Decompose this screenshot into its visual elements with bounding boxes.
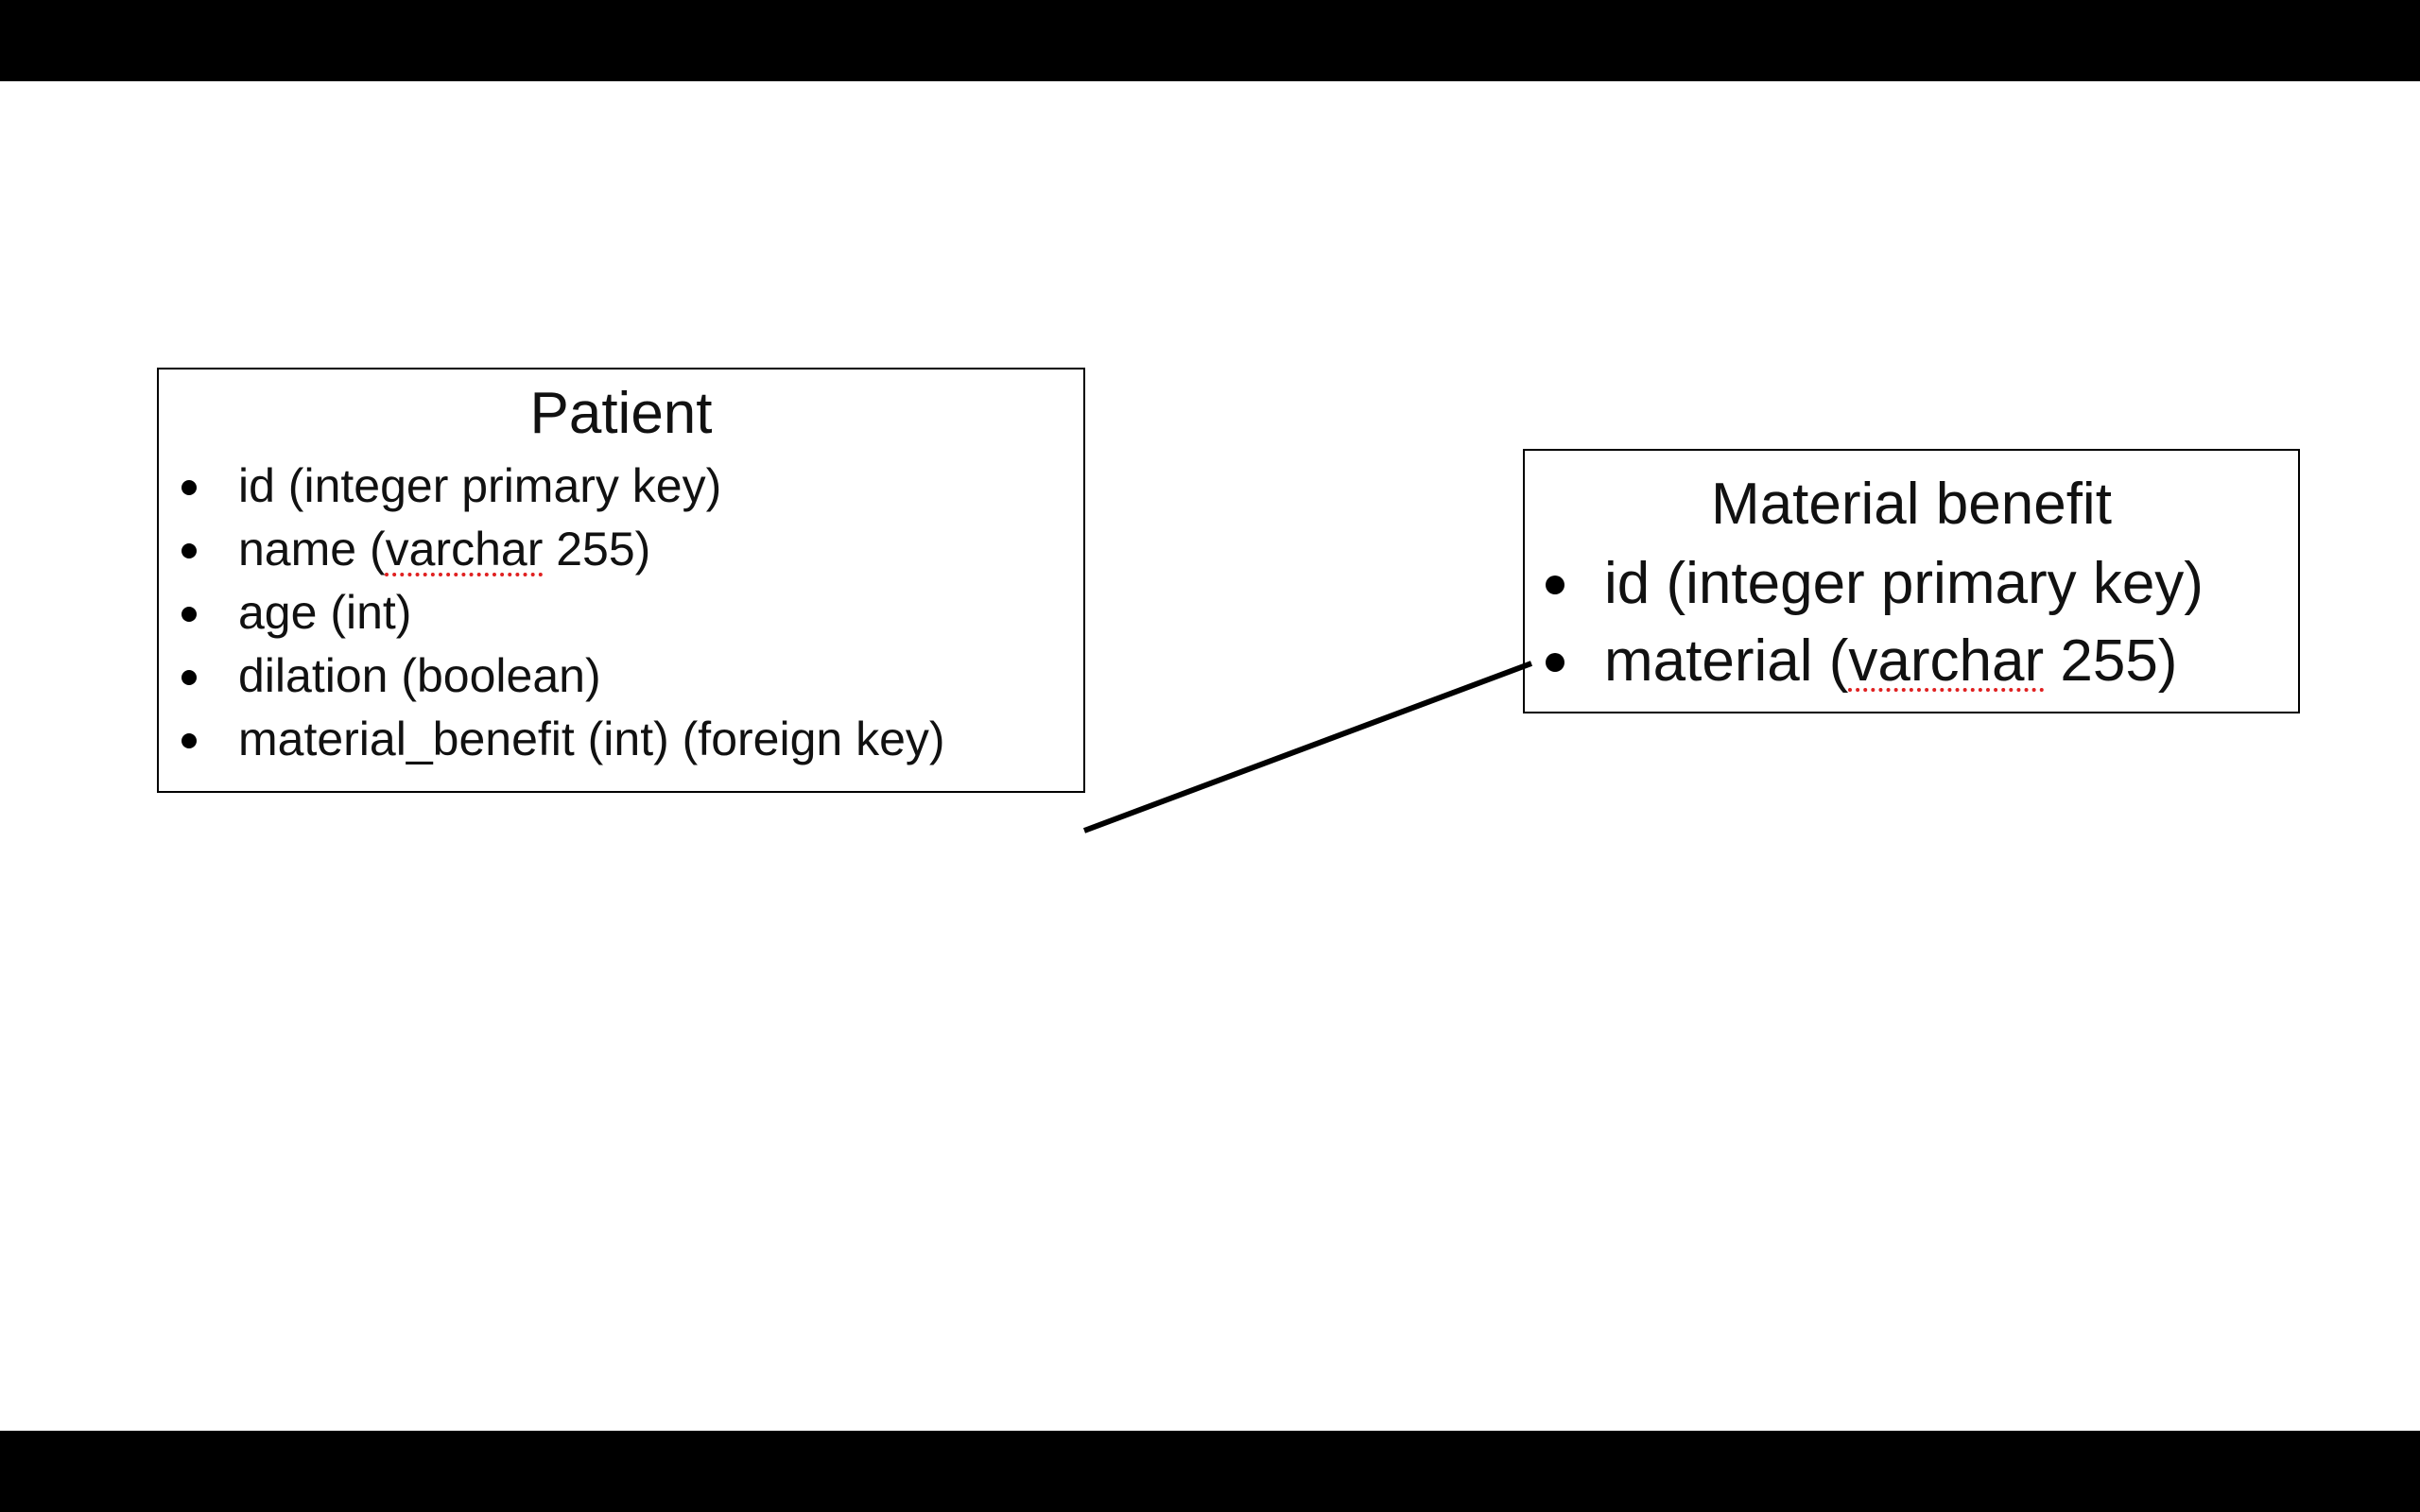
field-text: name ( bbox=[238, 523, 386, 576]
entity-patient[interactable]: Patient id (integer primary key) name (v… bbox=[157, 368, 1085, 793]
bullet-icon bbox=[182, 607, 197, 622]
bullet-icon bbox=[1546, 653, 1564, 672]
field-row: id (integer primary key) bbox=[1525, 545, 2204, 623]
field-text-suffix: 255) bbox=[2044, 628, 2178, 694]
entity-material-benefit[interactable]: Material benefit id (integer primary key… bbox=[1523, 449, 2300, 713]
field-text: dilation (boolean) bbox=[238, 649, 601, 702]
field-list: id (integer primary key) name (varchar 2… bbox=[159, 455, 945, 771]
bullet-icon bbox=[182, 480, 197, 495]
spellcheck-word: varchar bbox=[385, 523, 544, 576]
letterbox-top bbox=[0, 0, 2420, 81]
field-row: age (int) bbox=[159, 581, 945, 644]
bullet-icon bbox=[182, 733, 197, 748]
field-text: age (int) bbox=[238, 586, 412, 639]
field-row: name (varchar 255) bbox=[159, 518, 945, 581]
field-list: id (integer primary key) material (varch… bbox=[1525, 545, 2204, 700]
field-text-suffix: 255) bbox=[543, 523, 651, 576]
field-row: dilation (boolean) bbox=[159, 644, 945, 708]
field-row: id (integer primary key) bbox=[159, 455, 945, 518]
field-text: id (integer primary key) bbox=[1604, 551, 2204, 616]
spellcheck-word: varchar bbox=[1848, 628, 2045, 694]
entity-title: Patient bbox=[529, 381, 713, 446]
entity-title: Material benefit bbox=[1711, 472, 2112, 537]
bullet-icon bbox=[1546, 576, 1564, 594]
field-row: material_benefit (int) (foreign key) bbox=[159, 708, 945, 771]
bullet-icon bbox=[182, 670, 197, 685]
bullet-icon bbox=[182, 543, 197, 558]
letterbox-bottom bbox=[0, 1431, 2420, 1512]
field-text: material_benefit (int) (foreign key) bbox=[238, 713, 945, 765]
field-text: id (integer primary key) bbox=[238, 459, 722, 512]
field-row: material (varchar 255) bbox=[1525, 623, 2204, 700]
field-text: material ( bbox=[1604, 628, 1849, 694]
